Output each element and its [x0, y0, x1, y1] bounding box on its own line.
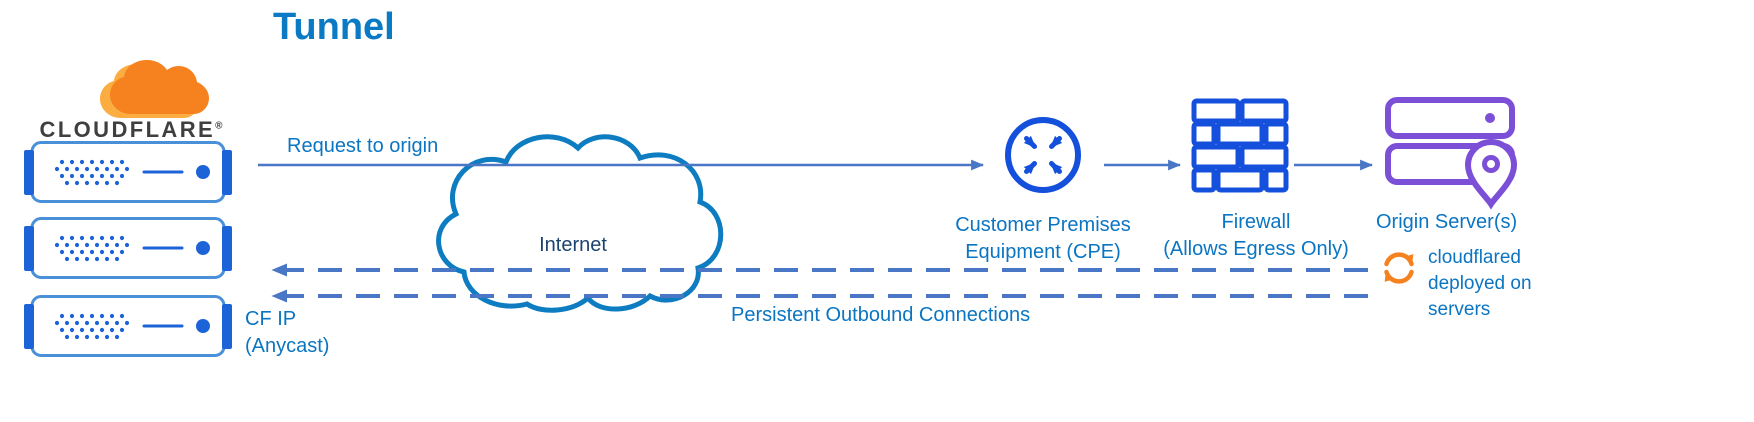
cloudflared-label-line2: deployed on	[1428, 273, 1532, 294]
internet-label: Internet	[539, 234, 607, 256]
persistent-connections-label: Persistent Outbound Connections	[731, 304, 1031, 326]
cloudflared-label-line3: servers	[1428, 299, 1491, 320]
cloudflared-label-line1: cloudflared	[1428, 247, 1521, 268]
origin-server-label: Origin Server(s)	[1376, 211, 1518, 233]
server-icon	[22, 295, 234, 357]
firewall-label-line2: (Allows Egress Only)	[1163, 238, 1349, 260]
cf-ip-label: CF IP (Anycast)	[245, 306, 329, 360]
cpe-label-line2: Equipment (CPE)	[965, 241, 1121, 263]
location-pin-icon	[1464, 139, 1518, 210]
cf-ip-label-line1: CF IP	[245, 308, 297, 330]
internet-cloud-icon	[436, 134, 724, 313]
cf-ip-label-line2: (Anycast)	[245, 335, 330, 357]
cloudflare-logo-icon	[100, 60, 209, 118]
trademark-symbol: ®	[215, 120, 223, 132]
cloudflare-edge-servers	[22, 141, 234, 357]
cloudflared-label: cloudflared deployed on servers	[1428, 245, 1532, 323]
firewall-label: Firewall (Allows Egress Only)	[1146, 209, 1366, 263]
origin-server-icon	[1385, 97, 1518, 210]
firewall-icon	[1191, 98, 1289, 193]
cloudflared-sync-icon	[1384, 252, 1414, 284]
cpe-router-icon	[1005, 117, 1081, 193]
cloudflare-wordmark: CLOUDFLARE®	[26, 117, 236, 143]
brand-text: CLOUDFLARE	[39, 117, 216, 142]
server-icon	[22, 141, 234, 203]
cpe-label-line1: Customer Premises	[955, 214, 1131, 236]
diagram-title: Tunnel	[273, 6, 395, 48]
persistent-outbound-arrows	[271, 263, 1368, 303]
cpe-label: Customer Premises Equipment (CPE)	[933, 212, 1153, 266]
firewall-label-line1: Firewall	[1221, 211, 1291, 233]
server-icon	[22, 217, 234, 279]
request-to-origin-label: Request to origin	[287, 135, 439, 157]
